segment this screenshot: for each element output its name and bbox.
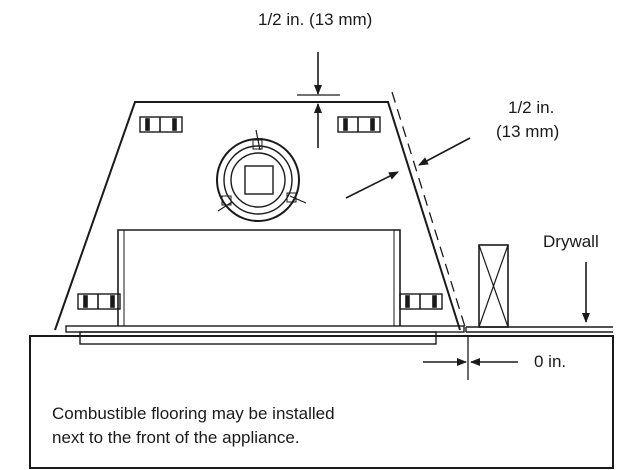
side-clearance-label-line1: 1/2 in. — [508, 98, 555, 117]
flooring-note-line2: next to the front of the appliance. — [52, 428, 300, 447]
bracket-bottom-right — [399, 293, 443, 310]
appliance-base-plate — [65, 325, 465, 333]
drywall-label: Drywall — [543, 232, 599, 251]
appliance-base-lip — [79, 331, 437, 345]
bracket-top-left — [139, 116, 183, 133]
flooring-note: Combustible flooring may be installed ne… — [52, 402, 335, 450]
side-arrow-outward — [345, 171, 399, 199]
drywall-stud — [478, 244, 509, 328]
floor-base — [29, 335, 614, 469]
flooring-note-line1: Combustible flooring may be installed — [52, 404, 335, 423]
appliance-body — [54, 101, 461, 331]
bracket-top-right — [337, 116, 381, 133]
clearance-dashed-line — [391, 91, 467, 331]
firebox — [117, 229, 401, 326]
side-arrow-inward — [418, 137, 471, 166]
drywall-strip — [465, 326, 613, 333]
bracket-bottom-left — [77, 293, 121, 310]
side-clearance-label-line2: (13 mm) — [496, 122, 560, 141]
top-clearance-label: 1/2 in. (13 mm) — [258, 10, 373, 29]
front-clearance-label: 0 in. — [534, 352, 567, 371]
flue-collar — [216, 129, 307, 222]
